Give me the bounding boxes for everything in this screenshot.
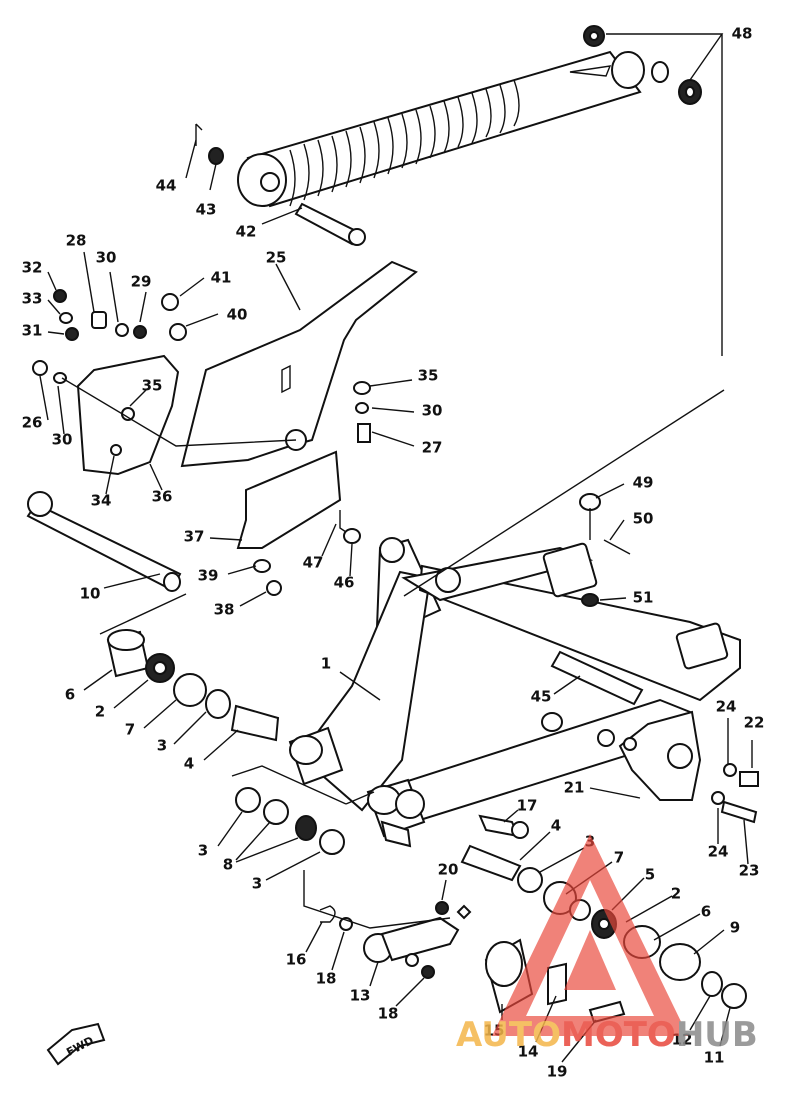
callout-36: 36 [152, 488, 173, 506]
callout-43: 43 [196, 201, 217, 219]
callout-1: 1 [321, 655, 331, 673]
washer-46 [343, 528, 361, 544]
washer-24-bottom [711, 791, 725, 805]
callout-29: 29 [131, 273, 152, 291]
callout-49: 49 [633, 474, 654, 492]
callout-22: 22 [744, 714, 765, 732]
callout-19: 19 [547, 1063, 568, 1081]
callout-9: 9 [730, 919, 740, 937]
watermark-triangle-icon [492, 834, 688, 1036]
right-bearing-stack [460, 814, 747, 1009]
callout-46: 46 [334, 574, 355, 592]
callout-45: 45 [531, 688, 552, 706]
callout-23: 23 [739, 862, 760, 880]
callout-30: 30 [52, 431, 73, 449]
small-hardware-left [32, 289, 371, 443]
callout-21: 21 [564, 779, 585, 797]
callout-35: 35 [142, 377, 163, 395]
cotter-pin-44 [195, 123, 203, 146]
callout-7: 7 [614, 849, 624, 867]
callout-10: 10 [80, 585, 101, 603]
callout-47: 47 [303, 554, 324, 572]
callout-50: 50 [633, 510, 654, 528]
callout-18: 18 [316, 970, 337, 988]
bolt-22 [739, 771, 759, 787]
callout-44: 44 [156, 177, 177, 195]
callout-17: 17 [517, 797, 538, 815]
clip-50 [603, 539, 631, 555]
nut-20 [435, 901, 449, 915]
callout-3: 3 [157, 737, 167, 755]
nut-43 [208, 147, 224, 165]
callout-2: 2 [671, 885, 681, 903]
callout-25: 25 [266, 249, 287, 267]
callout-20: 20 [438, 861, 459, 879]
callout-28: 28 [66, 232, 87, 250]
link-13 [363, 916, 460, 967]
callout-33: 33 [22, 290, 43, 308]
callout-4: 4 [551, 817, 561, 835]
callout-38: 38 [214, 601, 235, 619]
cotter-pin-47 [339, 510, 347, 533]
nut-51 [581, 593, 599, 607]
pivot-shaft-10 [26, 491, 182, 592]
callout-7: 7 [125, 721, 135, 739]
callout-51: 51 [633, 589, 654, 607]
automotohub-watermark: AUTOMOTOHUB [456, 834, 758, 1055]
callout-41: 41 [211, 269, 232, 287]
callout-6: 6 [65, 686, 75, 704]
callout-24: 24 [708, 843, 729, 861]
callout-24: 24 [716, 698, 737, 716]
callout-14: 14 [518, 1043, 539, 1061]
cap-15 [484, 938, 534, 1014]
callout-3: 3 [198, 842, 208, 860]
bolt-23 [720, 800, 758, 824]
callout-6: 6 [701, 903, 711, 921]
callout-31: 31 [22, 322, 43, 340]
brake-plate-21 [618, 710, 702, 801]
plate-37 [236, 450, 342, 549]
callout-32: 32 [22, 259, 43, 277]
washer-24-top [723, 763, 737, 777]
callout-16: 16 [286, 951, 307, 969]
nut-18-bottom [421, 965, 435, 979]
rear-shock-absorber [237, 50, 669, 208]
callout-4: 4 [184, 755, 194, 773]
plate-14 [547, 962, 567, 1006]
fwd-arrow: FWD [46, 1022, 106, 1066]
callout-18: 18 [378, 1005, 399, 1023]
rear-swing-arm-1 [298, 537, 741, 822]
pivot-bosses [288, 726, 426, 848]
callout-26: 26 [22, 414, 43, 432]
callout-30: 30 [422, 402, 443, 420]
callout-3: 3 [252, 875, 262, 893]
callout-40: 40 [227, 306, 248, 324]
callout-11: 11 [704, 1049, 725, 1067]
rod-45 [550, 650, 644, 706]
pin-49 [579, 493, 601, 511]
callout-35: 35 [418, 367, 439, 385]
clip-16 [319, 905, 336, 923]
callout-30: 30 [96, 249, 117, 267]
watermark-text: AUTOMOTOHUB [456, 1015, 758, 1055]
chain-guard-bracket-25 [180, 260, 418, 468]
callout-39: 39 [198, 567, 219, 585]
callout-8: 8 [223, 856, 233, 874]
callout-27: 27 [422, 439, 443, 457]
callout-48: 48 [732, 25, 753, 43]
callout-5: 5 [645, 866, 655, 884]
callout-34: 34 [91, 492, 112, 510]
callout-37: 37 [184, 528, 205, 546]
callout-13: 13 [350, 987, 371, 1005]
callout-42: 42 [236, 223, 257, 241]
callout-2: 2 [95, 703, 105, 721]
left-bearing-stack [106, 629, 345, 855]
